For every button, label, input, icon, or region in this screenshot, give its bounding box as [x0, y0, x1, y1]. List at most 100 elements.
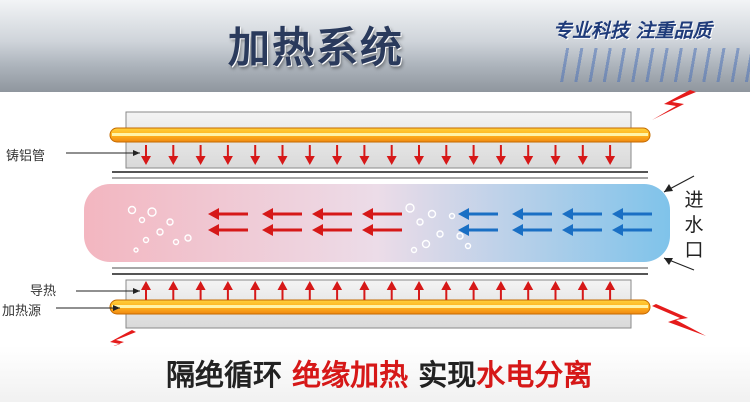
arrow-icon — [141, 281, 151, 290]
arrow-icon — [468, 156, 479, 165]
arrow-icon — [512, 224, 523, 236]
bubble-icon — [166, 218, 174, 226]
inlet-arrowhead — [664, 258, 673, 265]
bubble-icon — [156, 228, 164, 236]
label-heating-source: 加热源 — [2, 304, 42, 319]
arrow-icon — [612, 224, 623, 236]
arrow-icon — [577, 156, 588, 165]
arrow-icon — [605, 156, 616, 165]
inlet-arrowhead — [664, 184, 673, 192]
arrow-icon — [441, 156, 452, 165]
arrow-icon — [262, 224, 273, 236]
leader-arrowhead — [113, 305, 120, 311]
arrow-icon — [195, 281, 206, 290]
leader-arrowhead — [133, 150, 140, 156]
arrow-icon — [250, 281, 261, 290]
page-title: 加热系统 — [228, 23, 405, 72]
arrow-icon — [362, 208, 373, 220]
bubble-icon — [436, 230, 444, 238]
footer-part-1: 隔绝循环 — [166, 358, 283, 392]
arrow-icon — [262, 208, 273, 220]
header-stripes — [560, 48, 750, 82]
cool-flow-arrows — [458, 208, 652, 236]
lightning-bolt-icon — [652, 304, 706, 336]
arrow-icon — [222, 281, 233, 290]
upper-heater-line — [112, 133, 648, 136]
bubble-icon — [421, 239, 431, 249]
bubble-icon — [127, 205, 137, 215]
arrow-icon — [386, 156, 397, 165]
arrow-icon — [414, 281, 424, 290]
arrow-icon — [277, 156, 288, 165]
arrow-icon — [359, 156, 370, 165]
arrow-icon — [414, 156, 424, 165]
arrow-icon — [304, 281, 315, 290]
arrow-icon — [562, 224, 573, 236]
arrow-icon — [304, 156, 315, 165]
bubble-icon — [416, 218, 424, 226]
arrow-icon — [168, 281, 179, 290]
arrow-icon — [195, 156, 206, 165]
arrow-icon — [495, 156, 506, 165]
warm-flow-arrows — [208, 208, 402, 236]
bubble-icon — [138, 216, 146, 224]
lightning-bolt-icon — [652, 90, 696, 120]
arrow-icon — [359, 281, 370, 290]
arrow-icon — [362, 224, 373, 236]
header-banner: 加热系统 专业科技 注重品质 — [0, 0, 750, 92]
bubble-icon — [133, 247, 139, 253]
arrow-icon — [458, 208, 469, 220]
bubble-icon — [405, 203, 415, 213]
bubble-icon — [448, 212, 456, 220]
bubble-icon — [172, 238, 180, 246]
bubble-icon — [456, 232, 464, 240]
arrow-icon — [222, 156, 233, 165]
footer-part-4: 水电分离 — [476, 358, 593, 392]
arrow-icon — [612, 208, 623, 220]
arrow-icon — [312, 224, 323, 236]
arrow-icon — [208, 224, 219, 236]
arrow-icon — [250, 156, 261, 165]
inlet-char: 口 — [684, 239, 704, 261]
arrow-icon — [332, 156, 343, 165]
bubble-icon — [427, 209, 437, 219]
bubble-icon — [464, 242, 472, 250]
bubble-icon — [410, 246, 418, 254]
water-channel — [84, 184, 670, 262]
inlet-char: 水 — [684, 214, 704, 236]
inlet-char: 进 — [684, 189, 704, 211]
arrow-icon — [332, 281, 343, 290]
arrow-icon — [495, 281, 506, 290]
downward-heat-arrows — [141, 145, 616, 165]
arrow-icon — [277, 281, 288, 290]
arrow-icon — [523, 156, 534, 165]
arrow-icon — [386, 281, 397, 290]
header-slogan: 专业科技 注重品质 — [553, 20, 712, 42]
arrow-icon — [312, 208, 323, 220]
arrow-icon — [168, 156, 179, 165]
arrow-icon — [468, 281, 479, 290]
lightning-bolt-icon — [98, 330, 136, 352]
label-heat-conduction: 导热 — [30, 284, 57, 299]
arrow-icon — [458, 224, 469, 236]
upward-heat-arrows — [141, 281, 616, 300]
arrow-icon — [441, 281, 452, 290]
footer-part-2: 绝缘加热 — [292, 358, 409, 392]
arrow-icon — [550, 281, 561, 290]
bubble-icon — [147, 207, 157, 217]
arrow-icon — [550, 156, 561, 165]
bubble-icon — [184, 234, 192, 242]
footer-part-3: 实现 — [418, 358, 477, 392]
arrow-icon — [512, 208, 523, 220]
footer-band — [0, 346, 750, 402]
label-cast-aluminum-tube: 铸铝管 — [6, 149, 46, 164]
label-water-inlet: 进 水 口 — [680, 188, 708, 263]
bubble-icon — [142, 236, 150, 244]
arrow-icon — [141, 156, 151, 165]
arrow-icon — [523, 281, 534, 290]
arrow-icon — [605, 281, 616, 290]
arrow-icon — [577, 281, 588, 290]
lower-heater-line — [112, 305, 648, 308]
leader-arrowhead — [133, 288, 140, 294]
